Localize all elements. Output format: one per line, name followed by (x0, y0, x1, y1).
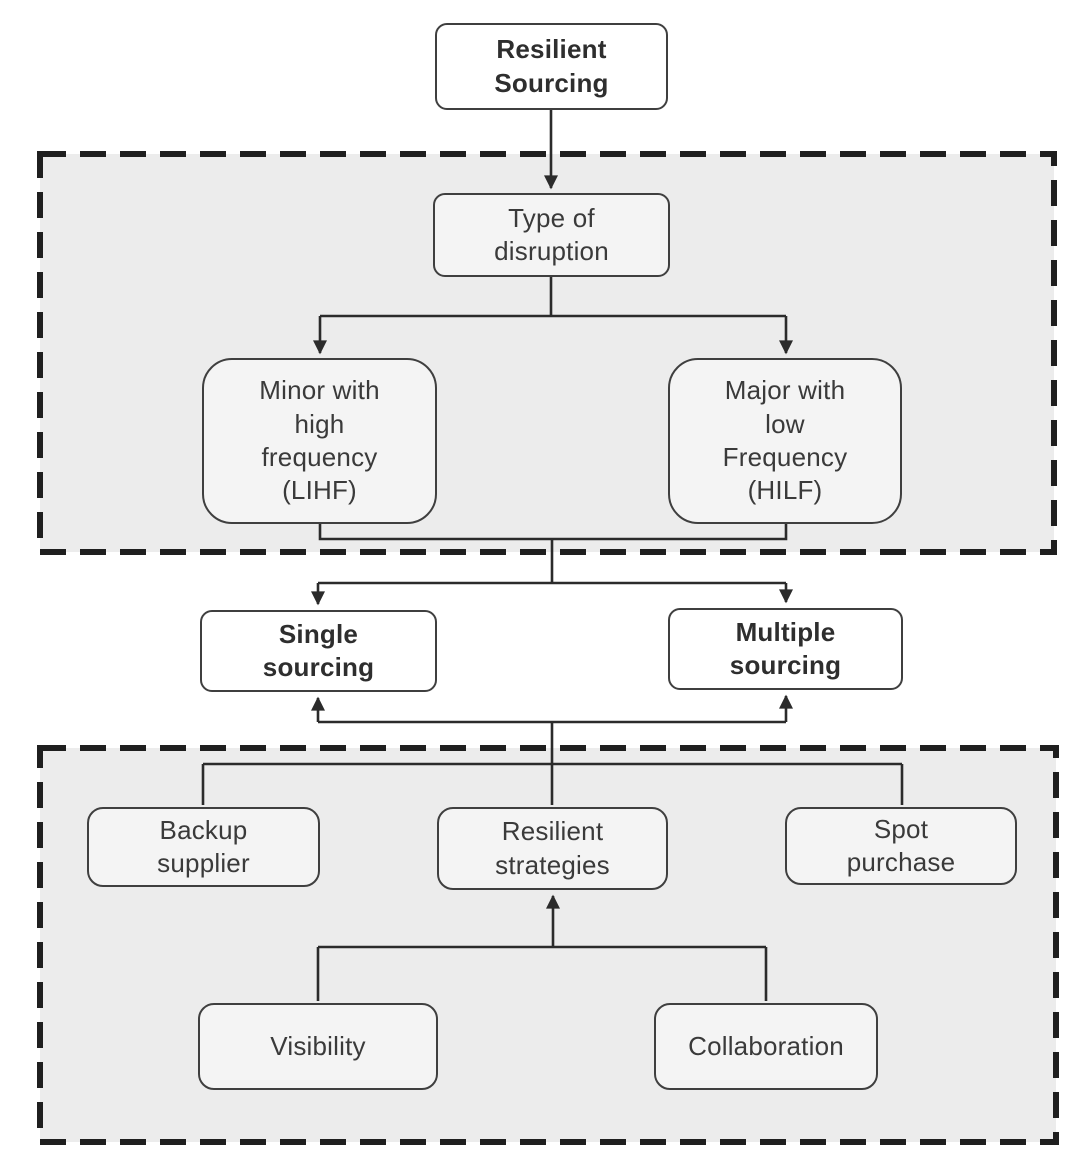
node-multiple-sourcing: Multiple sourcing (668, 608, 903, 690)
node-single-sourcing: Single sourcing (200, 610, 437, 692)
node-backup-supplier: Backup supplier (87, 807, 320, 887)
node-spot-purchase: Spot purchase (785, 807, 1017, 885)
node-type-of-disruption: Type of disruption (433, 193, 670, 277)
node-collaboration: Collaboration (654, 1003, 878, 1090)
node-minor-high-frequency: Minor with high frequency (LIHF) (202, 358, 437, 524)
node-visibility: Visibility (198, 1003, 438, 1090)
node-resilient-sourcing: Resilient Sourcing (435, 23, 668, 110)
node-resilient-strategies: Resilient strategies (437, 807, 668, 890)
node-major-low-frequency: Major with low Frequency (HILF) (668, 358, 902, 524)
